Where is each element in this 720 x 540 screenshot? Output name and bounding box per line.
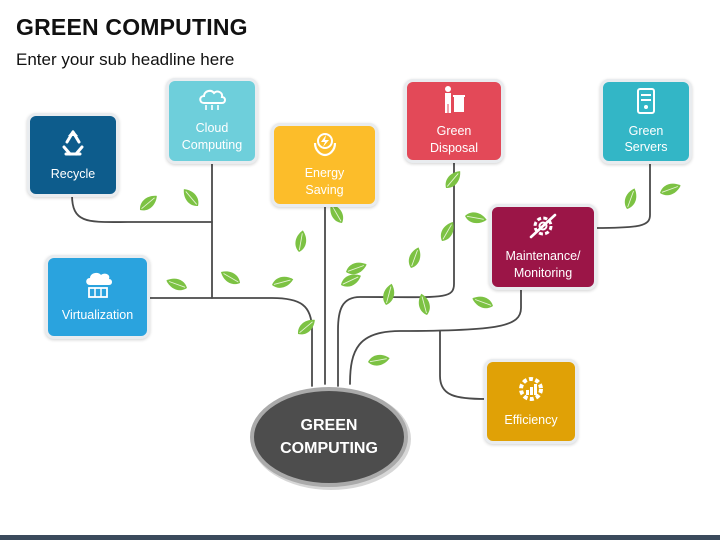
- node-label: Maintenance/ Monitoring: [505, 249, 581, 280]
- disposal-icon: [441, 85, 467, 120]
- branch-efficiency: [439, 330, 487, 400]
- node-label: Cloud Computing: [181, 121, 243, 152]
- node-label: Green Servers: [624, 123, 668, 155]
- cloud-icon: [196, 88, 228, 117]
- node-label: Virtualization: [61, 307, 134, 322]
- node-label: Recycle: [50, 166, 96, 181]
- node-virtualization: Virtualization: [45, 255, 150, 339]
- server-icon: [635, 87, 657, 120]
- node-maintenance-monitoring: Maintenance/ Monitoring: [489, 204, 597, 290]
- leaf: [472, 296, 493, 309]
- leaf: [183, 189, 199, 207]
- branch-maintenance: [349, 287, 522, 385]
- leaf: [465, 212, 487, 224]
- leaf: [166, 278, 187, 291]
- branch-recycle: [71, 194, 213, 223]
- maintenance-icon: [528, 212, 558, 245]
- node-recycle: Recycle: [27, 113, 119, 197]
- leaf: [346, 262, 367, 275]
- branch-lines: [71, 160, 651, 400]
- node-label: Efficiency: [504, 413, 558, 427]
- leaf-decorations: [139, 171, 681, 366]
- node-cloud-computing: Cloud Computing: [166, 78, 258, 164]
- page-subtitle: Enter your sub headline here: [16, 50, 235, 69]
- branch-disposal: [337, 160, 455, 387]
- leaf: [383, 283, 395, 305]
- virtualization-icon: [81, 271, 115, 304]
- node-energy-saving: Energy Saving: [271, 123, 378, 207]
- node-label: Energy Saving: [304, 166, 345, 197]
- page-title: GREEN COMPUTING: [16, 14, 248, 40]
- center-label: GREEN COMPUTING: [280, 416, 378, 457]
- leaf: [220, 271, 240, 285]
- leaf: [660, 183, 681, 196]
- leaf: [297, 319, 315, 335]
- node-label: Green Disposal: [430, 124, 478, 155]
- energy-icon: [311, 131, 339, 162]
- leaf: [330, 203, 344, 223]
- leaf: [272, 276, 294, 288]
- node-efficiency: Efficiency: [484, 359, 578, 444]
- leaf: [368, 354, 390, 366]
- efficiency-icon: [516, 374, 546, 409]
- leaf: [295, 230, 307, 252]
- leaf: [445, 171, 461, 189]
- leaf: [440, 221, 454, 241]
- footer-bar: [0, 535, 720, 540]
- node-green-disposal: Green Disposal: [404, 79, 504, 163]
- recycle-icon: [58, 128, 88, 163]
- leaf: [624, 188, 637, 209]
- leaf: [418, 293, 430, 315]
- branch-servers: [595, 161, 651, 229]
- branch-virtualization: [148, 297, 313, 387]
- leaf: [139, 195, 157, 211]
- node-green-servers: Green Servers: [600, 79, 692, 164]
- leaf: [408, 247, 421, 268]
- leaf: [341, 274, 361, 287]
- center-ellipse: [250, 387, 408, 487]
